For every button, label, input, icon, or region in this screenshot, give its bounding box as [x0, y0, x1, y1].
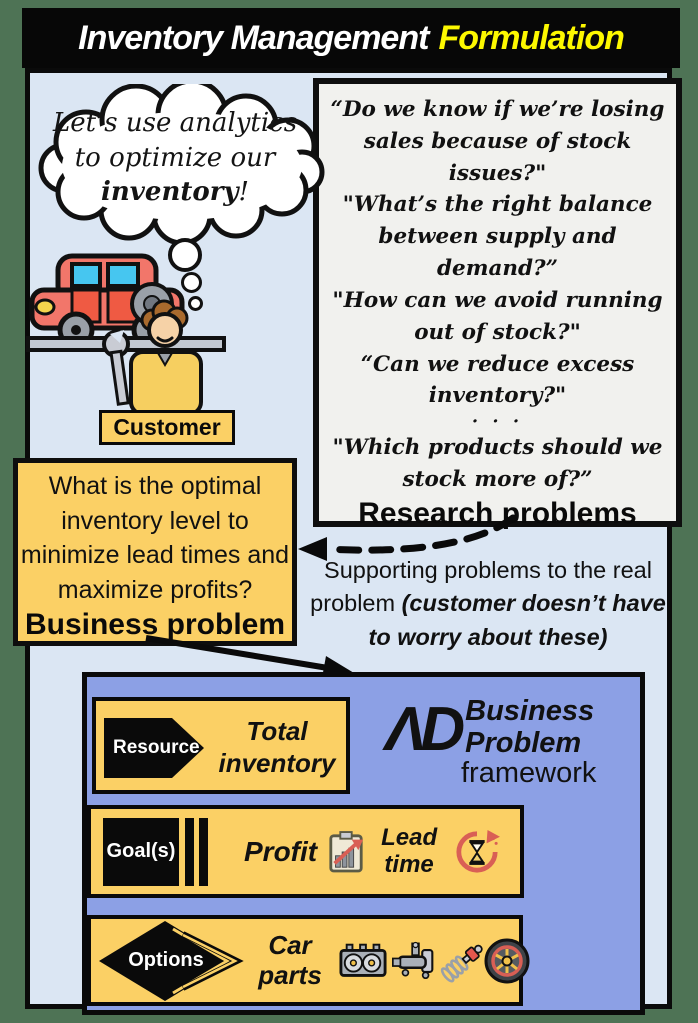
- ad-logo-icon: ΛD: [385, 695, 465, 764]
- framework-brand: ΛD Business Problem framework: [385, 693, 641, 790]
- brand-subtitle: framework: [461, 757, 597, 789]
- options-tag-diamond: Options: [99, 920, 244, 1001]
- business-problem-question: What is the optimal inventory level to m…: [20, 472, 290, 604]
- resource-tag-arrow: Resource: [104, 718, 204, 778]
- thought-bubble-text: Let’s use analytics to optimize our inve…: [44, 106, 306, 210]
- goal-profit-label: Profit: [244, 835, 318, 867]
- ellipsis-dots: · · ·: [471, 411, 524, 433]
- car-parts-icons: [339, 938, 530, 984]
- axle-icon: [392, 941, 434, 979]
- page-title-accent: Formulation: [438, 18, 624, 57]
- bubble-bold-word: inventory: [101, 177, 239, 208]
- thought-bubble-cloud: [38, 84, 325, 246]
- resource-value: Total inventory: [218, 715, 336, 779]
- research-problems-box: “Do we know if we’re losing sales becaus…: [313, 78, 682, 530]
- bubble-punct: !: [238, 177, 249, 208]
- shock-absorber-icon: [440, 944, 483, 982]
- thought-trail-bubble: [181, 272, 202, 293]
- options-tag-label: Options: [128, 949, 204, 971]
- brand-name: Business Problem: [465, 695, 594, 760]
- brand-line-1: Business: [465, 695, 595, 727]
- mechanic-icon: [102, 299, 203, 416]
- thought-trail-bubble: [188, 296, 203, 311]
- dashed-arrow: [298, 514, 517, 561]
- resource-tag-label: Resource: [113, 737, 200, 758]
- supporting-note: Supporting problems to the real problem …: [300, 554, 676, 654]
- framework-row-options: Options Car parts: [87, 915, 530, 1006]
- business-problem-box: What is the optimal inventory level to m…: [13, 458, 297, 646]
- research-question: "How can we avoid running out of stock?": [332, 287, 663, 345]
- bubble-line-2: to optimize our: [74, 142, 276, 173]
- framework-row-resource: Resource Total inventory: [92, 697, 350, 794]
- supporting-note-italic: (customer doesn’t have to worry about th…: [368, 590, 666, 650]
- wrench-icon: [102, 330, 130, 406]
- research-question: "Which products should we stock more of?…: [332, 434, 663, 492]
- goal-lead-time-label: Lead time: [381, 824, 438, 878]
- research-question: “Do we know if we’re losing sales becaus…: [330, 97, 665, 186]
- thought-trail-bubble: [168, 238, 202, 272]
- goals-tag-bar: [199, 817, 208, 886]
- tire-icon: [484, 938, 530, 983]
- research-problems-label: Research problems: [358, 496, 637, 530]
- goals-tag-bar: [185, 817, 194, 886]
- research-question: "What’s the right balance between supply…: [342, 192, 653, 282]
- engine-icon: [339, 943, 387, 977]
- customer-mechanic-illustration: [26, 253, 226, 416]
- hourglass-cycle-icon: [456, 829, 501, 873]
- business-problem-label: Business problem: [24, 608, 286, 641]
- options-value: Car parts: [258, 929, 322, 990]
- goals-tag: Goal(s): [103, 817, 179, 886]
- clipboard-rising-chart-icon: [329, 830, 364, 872]
- supporting-note-text: Supporting problems to the real problem: [310, 557, 652, 617]
- framework-row-goals: Goal(s) Profit Lead time: [87, 805, 524, 898]
- brand-line-2: Problem: [465, 727, 582, 760]
- research-question: “Can we reduce excess inventory?": [360, 351, 635, 409]
- customer-label: Customer: [99, 410, 235, 445]
- bubble-line-1: Let’s use analytics: [52, 108, 298, 138]
- business-problem-framework-box: Resource Total inventory ΛD Business Pro…: [82, 672, 645, 1015]
- page-title-main: Inventory Management: [78, 18, 429, 57]
